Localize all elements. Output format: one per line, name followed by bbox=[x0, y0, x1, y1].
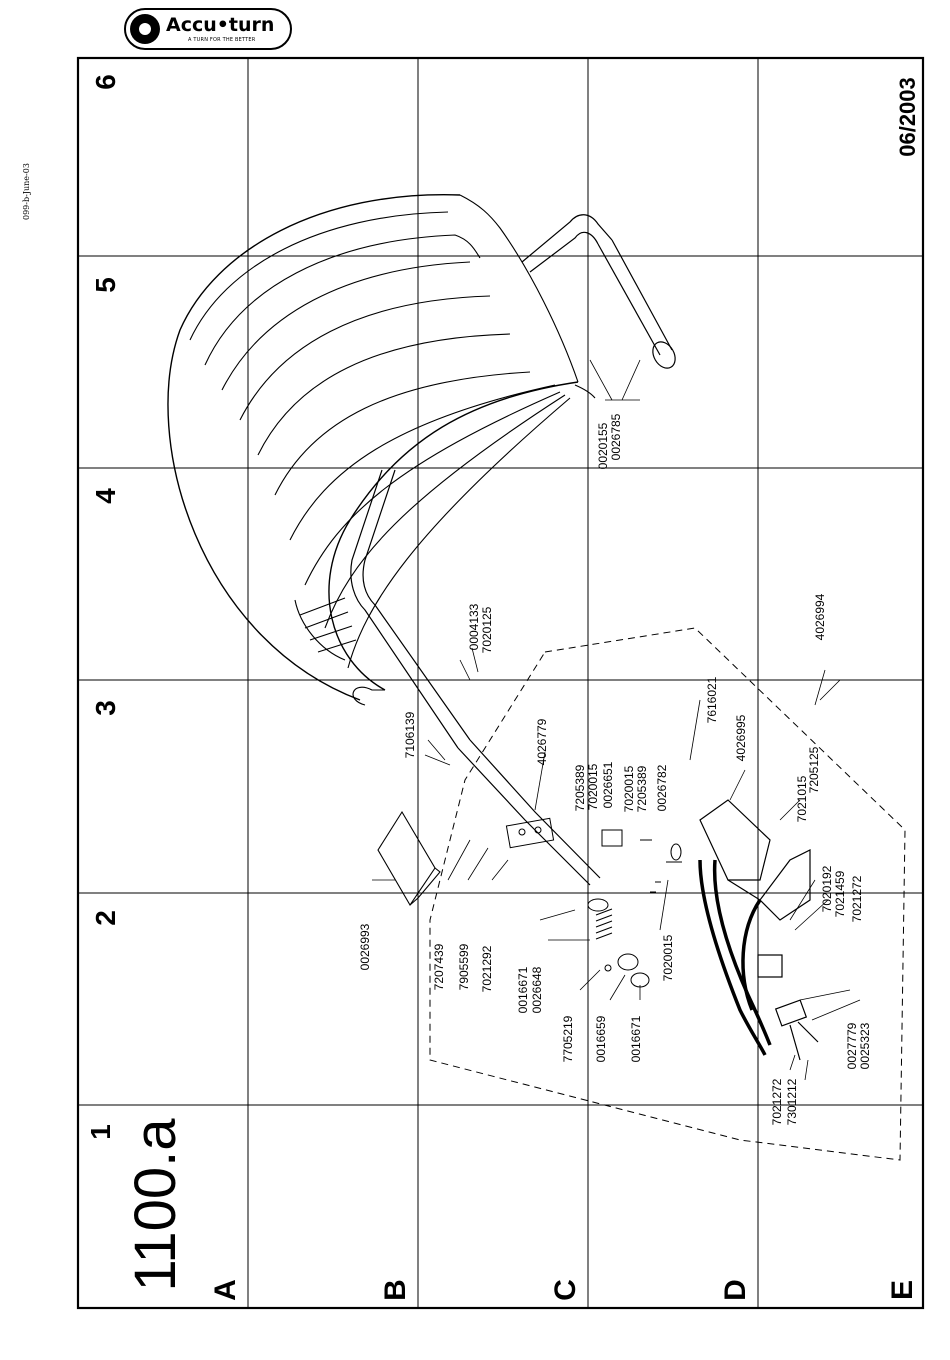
part-7020015-b: 7020015 bbox=[622, 765, 636, 812]
support-tubes bbox=[350, 214, 676, 886]
row-label-E: E bbox=[886, 1280, 919, 1300]
row-label-D: D bbox=[719, 1279, 752, 1301]
part-0020155: 0020155 bbox=[596, 422, 610, 469]
part-7301212: 7301212 bbox=[785, 1078, 799, 1125]
column-label-2: 2 bbox=[90, 910, 121, 926]
part-7021459: 7021459 bbox=[833, 870, 847, 917]
grid-lines bbox=[78, 58, 923, 1308]
column-labels: 6 5 4 3 2 1 bbox=[85, 74, 121, 1140]
brand-name: Accu•turn bbox=[166, 14, 275, 36]
part-7705219: 7705219 bbox=[561, 1015, 575, 1062]
part-7021292: 7021292 bbox=[480, 945, 494, 992]
part-7106139: 7106139 bbox=[403, 711, 417, 758]
part-0025323: 0025323 bbox=[858, 1022, 872, 1069]
part-4026779: 4026779 bbox=[535, 718, 549, 765]
part-0016671-b: 0016671 bbox=[629, 1015, 643, 1062]
part-0016671-a: 0016671 bbox=[516, 966, 530, 1013]
row-label-B: B bbox=[379, 1279, 412, 1301]
part-labels: 0026993 0004133 7020125 7106139 4026779 … bbox=[358, 413, 872, 1125]
part-4026994: 4026994 bbox=[813, 593, 827, 640]
row-label-A: A bbox=[209, 1279, 242, 1301]
page-number: 1100.a bbox=[123, 1118, 188, 1292]
part-0026993: 0026993 bbox=[358, 923, 372, 970]
part-0004133: 0004133 bbox=[467, 603, 481, 650]
part-0026785: 0026785 bbox=[609, 413, 623, 460]
part-7205389-b: 7205389 bbox=[635, 765, 649, 812]
column-label-5: 5 bbox=[90, 277, 121, 293]
part-7205125: 7205125 bbox=[807, 746, 821, 793]
row-labels: A B C D E bbox=[209, 1279, 919, 1301]
part-0026651: 0026651 bbox=[601, 761, 615, 808]
part-7021272-a: 7021272 bbox=[850, 875, 864, 922]
bracket-and-hose bbox=[698, 799, 819, 1061]
part-7207439: 7207439 bbox=[432, 943, 446, 990]
part-7020015-c: 7020015 bbox=[661, 934, 675, 981]
logo-mark-icon bbox=[130, 14, 160, 44]
part-7020192: 7020192 bbox=[820, 865, 834, 912]
column-label-1: 1 bbox=[85, 1124, 116, 1140]
part-7021015: 7021015 bbox=[795, 775, 809, 822]
spring-assembly bbox=[505, 817, 682, 988]
part-0026648: 0026648 bbox=[530, 966, 544, 1013]
part-7020015-a: 7020015 bbox=[586, 763, 600, 810]
column-label-4: 4 bbox=[90, 488, 121, 504]
fender-illustration bbox=[167, 194, 596, 706]
part-0027779: 0027779 bbox=[845, 1022, 859, 1069]
part-7905599: 7905599 bbox=[457, 943, 471, 990]
row-label-C: C bbox=[549, 1279, 582, 1301]
column-label-6: 6 bbox=[90, 74, 121, 90]
part-7021272-b: 7021272 bbox=[770, 1078, 784, 1125]
part-0026782: 0026782 bbox=[655, 764, 669, 811]
sheet-frame bbox=[76, 56, 925, 1310]
column-label-3: 3 bbox=[90, 700, 121, 716]
revision-date: 06/2003 bbox=[895, 77, 920, 157]
part-7020125: 7020125 bbox=[480, 606, 494, 653]
part-4026995: 4026995 bbox=[734, 714, 748, 761]
brand-logo: Accu•turn A TURN FOR THE BETTER bbox=[124, 8, 292, 50]
brand-tagline: A TURN FOR THE BETTER bbox=[188, 37, 256, 43]
kit-boundary-dashed bbox=[429, 627, 906, 1161]
part-7616021: 7616021 bbox=[705, 676, 719, 723]
part-0016659: 0016659 bbox=[594, 1015, 608, 1062]
leader-lines bbox=[372, 359, 861, 1081]
deflector-plate bbox=[377, 810, 441, 907]
part-7205389-a: 7205389 bbox=[573, 764, 587, 811]
